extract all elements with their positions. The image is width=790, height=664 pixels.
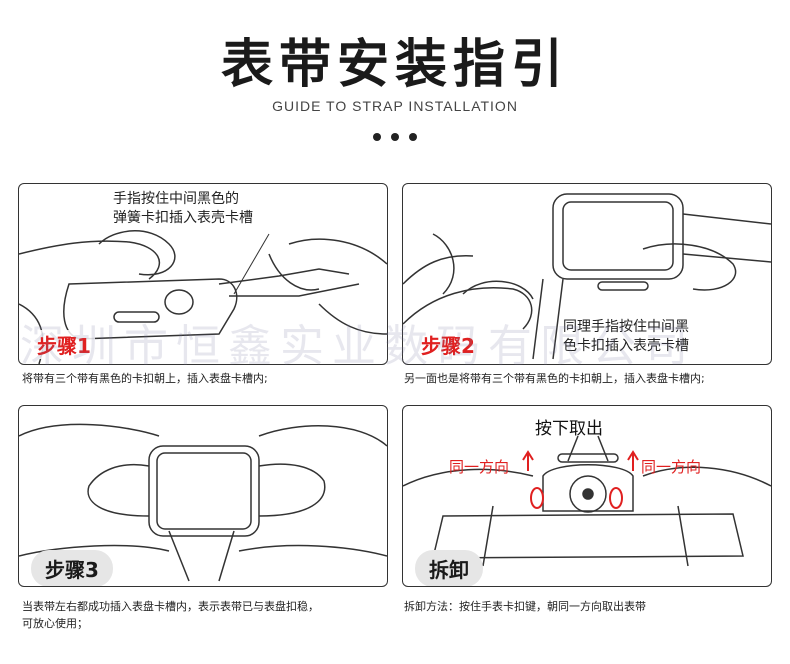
page-title: 表带安装指引 [220, 35, 569, 95]
step-2-caption: 另一面也是将带有三个带有黑色的卡扣朝上，插入表盘卡槽内; [404, 372, 705, 385]
company-watermark: 深圳市恒鑫实业数码有限公司 [20, 321, 696, 372]
step-2-note-line-1: 同理手指按住中间黑 [563, 319, 689, 335]
step-3-panel: 步骤3 [18, 405, 388, 587]
decorative-dots [0, 126, 790, 145]
right-direction-label: 同一方向 [641, 458, 702, 476]
step-1-note-line-1: 手指按住中间黑色的 [113, 191, 239, 207]
removal-illustration [403, 435, 771, 567]
step-3-illustration [19, 423, 387, 582]
page-subtitle: GUIDE TO STRAP INSTALLATION [272, 98, 518, 114]
left-direction-label: 同一方向 [449, 458, 510, 476]
step-1-panel: 手指按住中间黑色的 弹簧卡扣插入表壳卡槽 步骤1 [18, 183, 388, 365]
step-1-caption: 将带有三个带有黑色的卡扣朝上，插入表盘卡槽内; [22, 372, 268, 385]
step-2-label: 步骤2 [417, 330, 479, 359]
step-3-caption-line-2: 可放心使用； [22, 617, 88, 630]
dot-icon [373, 133, 381, 141]
press-release-label: 按下取出 [535, 419, 603, 439]
removal-caption: 拆卸方法：按住手表卡扣键，朝同一方向取出表带 [404, 600, 646, 613]
step-1-label: 步骤1 [33, 330, 95, 359]
step-1-note-line-2: 弹簧卡扣插入表壳卡槽 [113, 210, 253, 226]
dot-icon [391, 133, 399, 141]
step-2-illustration [403, 193, 771, 360]
step-2-note-line-2: 色卡扣插入表壳卡槽 [563, 338, 689, 354]
step-3-caption: 当表带左右都成功插入表盘卡槽内，表示表带已与表盘扣稳， 可放心使用； [22, 598, 382, 632]
step-2-panel: 同理手指按住中间黑 色卡扣插入表壳卡槽 步骤2 [402, 183, 772, 365]
step-1-illustration [19, 230, 387, 364]
dot-icon [409, 133, 417, 141]
removal-panel: 按下取出 同一方向 同一方向 拆卸 [402, 405, 772, 587]
step-3-label: 步骤3 [31, 550, 113, 586]
removal-label: 拆卸 [415, 550, 483, 586]
step-3-caption-line-1: 当表带左右都成功插入表盘卡槽内，表示表带已与表盘扣稳， [22, 600, 319, 613]
